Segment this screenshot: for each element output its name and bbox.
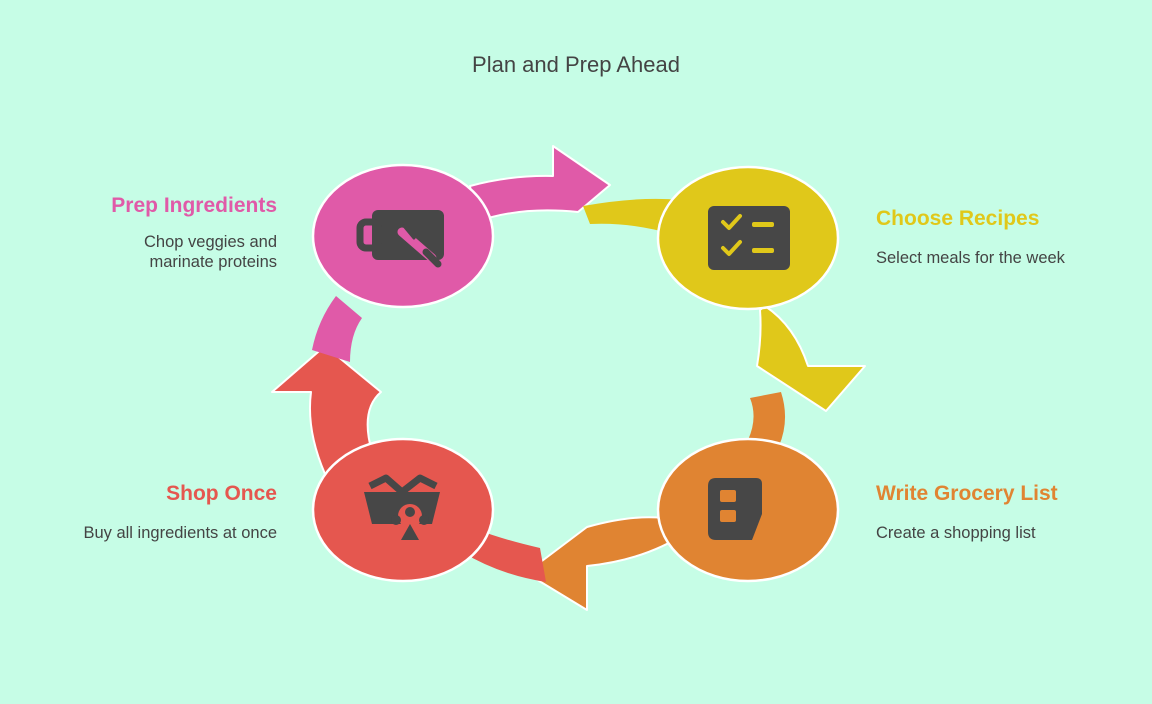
step-prep-label: Prep Ingredients — [111, 194, 277, 217]
step-choose-description: Select meals for the week — [876, 249, 1065, 267]
step-grocery-label: Write Grocery List — [876, 482, 1058, 505]
arrow-shop-to-prep — [271, 345, 382, 475]
step-shop-label: Shop Once — [166, 482, 277, 505]
shopping-basket-icon — [364, 474, 440, 540]
step-shop-description: Buy all ingredients at once — [83, 524, 277, 542]
cutting-board-knife-icon — [356, 210, 444, 268]
step-grocery-description: Create a shopping list — [876, 524, 1036, 542]
step-choose-label: Choose Recipes — [876, 207, 1040, 230]
grocery-list-icon — [708, 478, 762, 540]
step-prep-description: Chop veggies and marinate proteins — [143, 233, 277, 271]
arrow-choose-to-grocery — [756, 305, 866, 412]
diagram-title: Plan and Prep Ahead — [472, 52, 680, 77]
arrow-grocery-to-shop — [525, 516, 687, 611]
arrow-prep-to-choose — [469, 145, 611, 223]
checklist-icon — [708, 206, 790, 270]
